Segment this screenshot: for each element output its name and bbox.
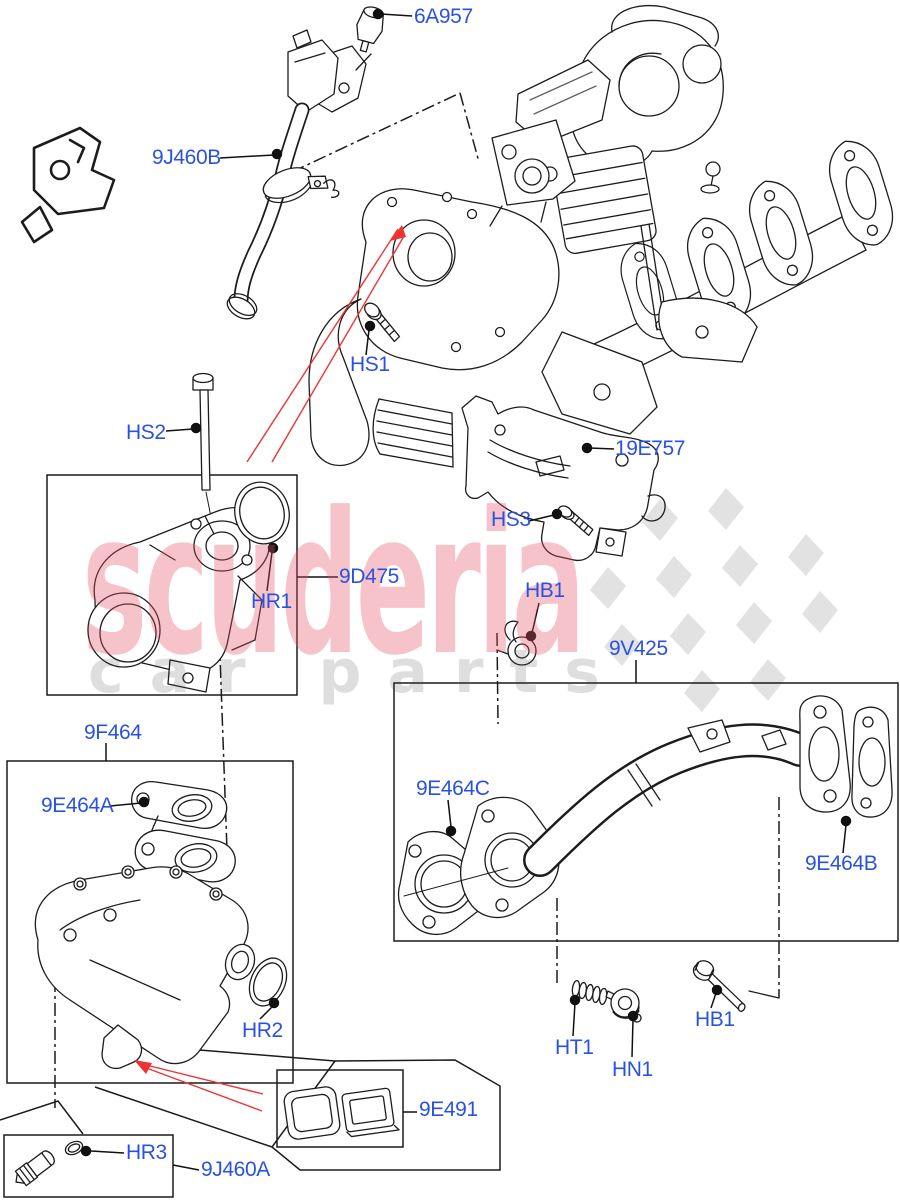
- throttle-9D475-drawing: [87, 507, 271, 693]
- bracket-19E757-drawing: [461, 395, 666, 562]
- part-label-HB1-bottom[interactable]: HB1: [695, 1008, 735, 1031]
- turbo-assembly-drawing: [308, 4, 894, 468]
- red-pointer-lines: [134, 225, 406, 1112]
- pipe-9J460B-drawing: [20, 6, 385, 320]
- part-label-9E464B[interactable]: 9E464B: [805, 852, 878, 875]
- corner-mark: [0, 1100, 84, 1135]
- hook-bolt-HB1-drawing: [496, 620, 537, 666]
- part-label-9J460B[interactable]: 9J460B: [152, 146, 221, 169]
- bolt-HS1-drawing: [364, 302, 401, 343]
- part-label-HT1[interactable]: HT1: [555, 1036, 594, 1059]
- box-9E491: [276, 1069, 404, 1148]
- gasket-9E464B-drawing: [851, 706, 893, 818]
- box-9J460A: [3, 1134, 174, 1198]
- watermark-sub: car parts: [88, 637, 626, 707]
- part-label-HS1[interactable]: HS1: [350, 353, 390, 376]
- part-label-9J460A[interactable]: 9J460A: [201, 1158, 270, 1181]
- part-label-HR1[interactable]: HR1: [251, 590, 292, 613]
- pipe-clamp-drawing: [262, 167, 340, 204]
- bolt-HB1-drawing: [692, 960, 780, 1012]
- leader-lines: [80, 8, 852, 1171]
- egr-pipe-9V425-drawing: [397, 695, 893, 935]
- part-label-6A957[interactable]: 6A957: [414, 5, 473, 28]
- part-label-9V425[interactable]: 9V425: [609, 637, 668, 660]
- part-label-9D475[interactable]: 9D475: [339, 565, 399, 588]
- screw-HS3-drawing: [557, 505, 594, 537]
- egr-cooler-9F464-drawing: [34, 780, 256, 1070]
- part-drawings: [14, 4, 894, 1187]
- box-9F464: [6, 760, 294, 1084]
- part-label-HS2[interactable]: HS2: [126, 421, 166, 444]
- oring-HR2-drawing: [248, 957, 288, 1007]
- box-9V425: [393, 682, 899, 942]
- watermark: scuderia car parts: [82, 472, 626, 707]
- mount-bracket-drawing: [20, 126, 116, 244]
- part-label-HR3[interactable]: HR3: [126, 1141, 167, 1164]
- part-label-19E757[interactable]: 19E757: [615, 437, 686, 460]
- checkered-flag-watermark: [590, 488, 838, 712]
- part-label-HR2[interactable]: HR2: [242, 1019, 283, 1042]
- part-label-9E464C[interactable]: 9E464C: [416, 777, 490, 800]
- oring-HR3-drawing: [64, 1140, 84, 1156]
- gaskets-9E491-drawing: [283, 1086, 400, 1140]
- sensor-9J460A-drawing: [14, 1140, 84, 1187]
- part-label-HB1-top[interactable]: HB1: [525, 579, 565, 602]
- part-label-HS3[interactable]: HS3: [491, 508, 531, 531]
- box-9D475: [46, 474, 298, 696]
- part-label-9F464[interactable]: 9F464: [84, 721, 142, 744]
- part-label-9E491[interactable]: 9E491: [419, 1098, 478, 1121]
- watermark-brand: scuderia: [82, 472, 582, 699]
- part-label-9E464A[interactable]: 9E464A: [41, 794, 114, 817]
- oring-HR1-drawing: [234, 481, 290, 545]
- part-label-HN1[interactable]: HN1: [612, 1058, 653, 1081]
